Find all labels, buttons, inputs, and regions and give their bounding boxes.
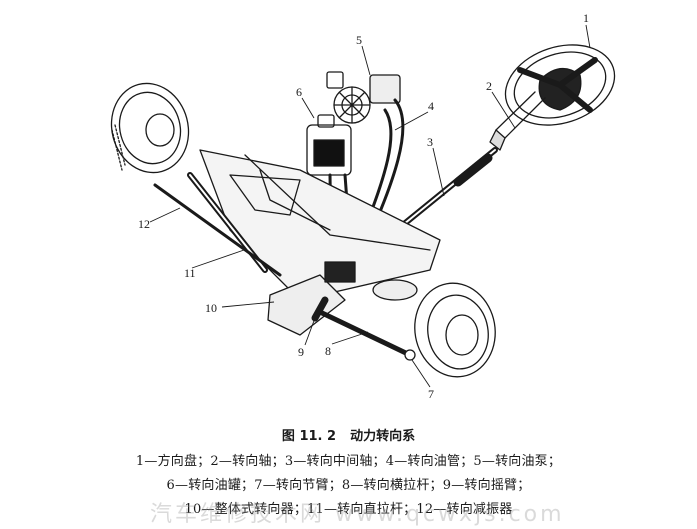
power-steering-illustration: 1 2 3 4 5 6 7 8 9 10 11 12 xyxy=(110,11,616,401)
callout-9: 9 xyxy=(298,345,304,359)
callout-6: 6 xyxy=(296,85,302,99)
legend-line-1: 1—方向盘；2—转向轴；3—转向中间轴；4—转向油管；5—转向油泵； xyxy=(135,454,562,469)
right-wheel-hub-drawing xyxy=(372,279,496,378)
callout-8: 8 xyxy=(325,344,331,358)
callout-5: 5 xyxy=(356,33,362,47)
legend-line-2: 6—转向油罐；7—转向节臂；8—转向横拉杆；9—转向摇臂； xyxy=(166,478,531,493)
callout-10: 10 xyxy=(205,301,217,315)
figure-title: 动力转向系 xyxy=(350,429,416,444)
steering-pump-drawing xyxy=(326,71,401,124)
callout-7: 7 xyxy=(428,387,434,401)
figure-caption: 图 11. 2 动力转向系 xyxy=(0,425,697,444)
steering-reservoir-drawing xyxy=(306,114,352,176)
callout-3: 3 xyxy=(427,135,433,149)
left-wheel-hub-drawing xyxy=(110,82,190,174)
figure-number: 图 11. 2 xyxy=(281,429,337,444)
callout-12: 12 xyxy=(138,217,150,231)
leader-lines xyxy=(149,24,591,388)
legend-line-3: 10—整体式转向器；11—转向直拉杆；12—转向减振器 xyxy=(184,502,513,517)
steering-gearbox-drawing xyxy=(267,261,356,336)
steering-shaft-drawing xyxy=(489,91,546,151)
watermark: 汽车维修技术网 www.qcwxjs.com xyxy=(150,502,565,527)
callout-2: 2 xyxy=(486,79,492,93)
front-axle-drawing xyxy=(199,149,441,301)
callout-1: 1 xyxy=(583,11,589,25)
callout-11: 11 xyxy=(184,266,196,280)
callout-4: 4 xyxy=(428,99,434,113)
steering-linkage-drawing xyxy=(153,172,416,361)
steering-wheel-drawing xyxy=(504,44,616,126)
